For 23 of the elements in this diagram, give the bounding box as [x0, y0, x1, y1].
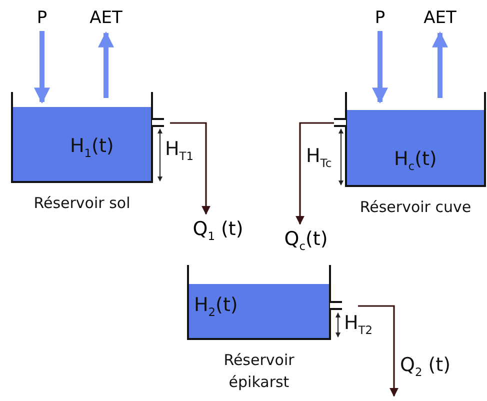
flow-arrow: [34, 31, 50, 104]
flow-arrow: [170, 122, 210, 215]
flux-label: P: [370, 5, 390, 31]
height-label: H$_{T1}$: [165, 138, 194, 163]
reservoir-caption: Réservoir épikarst: [222, 350, 296, 393]
height-label: H$_{c}$(t): [394, 148, 437, 173]
height-label: H$_{Tc}$: [306, 145, 332, 170]
height-label: H$_{2}$(t): [194, 294, 238, 319]
height-label: H$_{1}$(t): [70, 135, 114, 160]
reservoir-caption: Réservoir sol: [32, 193, 132, 214]
flux-label: Q$_{1}$ (t): [188, 214, 248, 244]
reservoir-caption: Réservoir cuve: [358, 197, 472, 218]
flow-arrow: [432, 31, 448, 98]
flow-arrow: [372, 31, 388, 104]
flux-label: AET: [84, 5, 128, 31]
flux-label: AET: [418, 5, 462, 31]
edge-label: Q$_{2}$ (t): [400, 354, 451, 379]
flux-label: P: [32, 5, 52, 31]
height-label: H$_{T2}$: [344, 312, 373, 337]
flow-arrow: [98, 31, 114, 98]
flow-arrow: [358, 305, 398, 397]
flux-label: Q$_{c}$(t): [275, 224, 337, 254]
flow-arrow: [296, 122, 334, 225]
